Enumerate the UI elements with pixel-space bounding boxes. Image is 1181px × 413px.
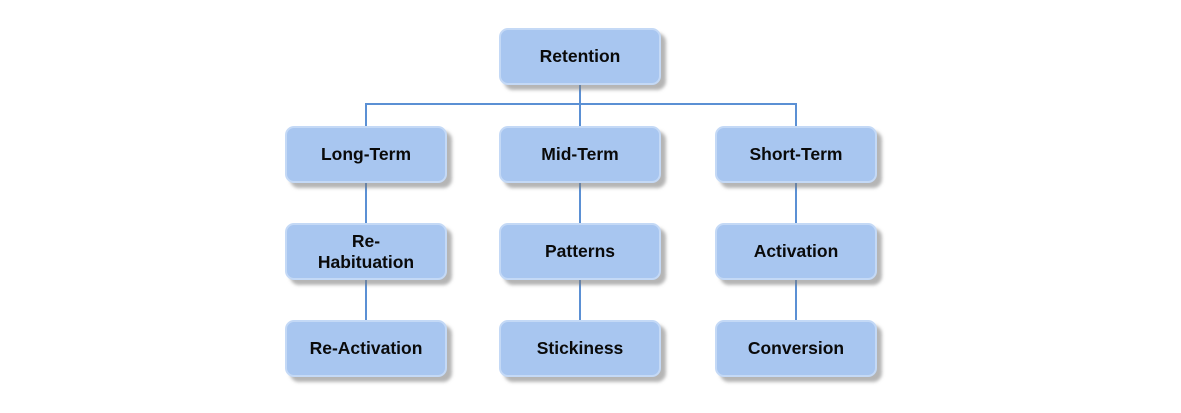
node-re-activation: Re-Activation (285, 320, 447, 377)
node-long-term: Long-Term (285, 126, 447, 183)
connector-mid-term-patterns (579, 183, 581, 223)
connector-bus-to-mid-term (579, 103, 581, 127)
connector-retention-to-bus (579, 85, 581, 103)
node-mid-term: Mid-Term (499, 126, 661, 183)
node-patterns: Patterns (499, 223, 661, 280)
connector-patterns-stickiness (579, 280, 581, 320)
node-stickiness: Stickiness (499, 320, 661, 377)
connector-short-term-activation (795, 183, 797, 223)
connector-bus-to-long-term (365, 103, 367, 127)
connector-long-term-re-habituation (365, 183, 367, 223)
connector-re-habituation-re-activation (365, 280, 367, 320)
connector-bus-to-short-term (795, 103, 797, 127)
connector-bus (365, 103, 797, 105)
node-activation: Activation (715, 223, 877, 280)
node-conversion: Conversion (715, 320, 877, 377)
connector-activation-conversion (795, 280, 797, 320)
node-retention: Retention (499, 28, 661, 85)
node-short-term: Short-Term (715, 126, 877, 183)
node-re-habituation: Re- Habituation (285, 223, 447, 280)
